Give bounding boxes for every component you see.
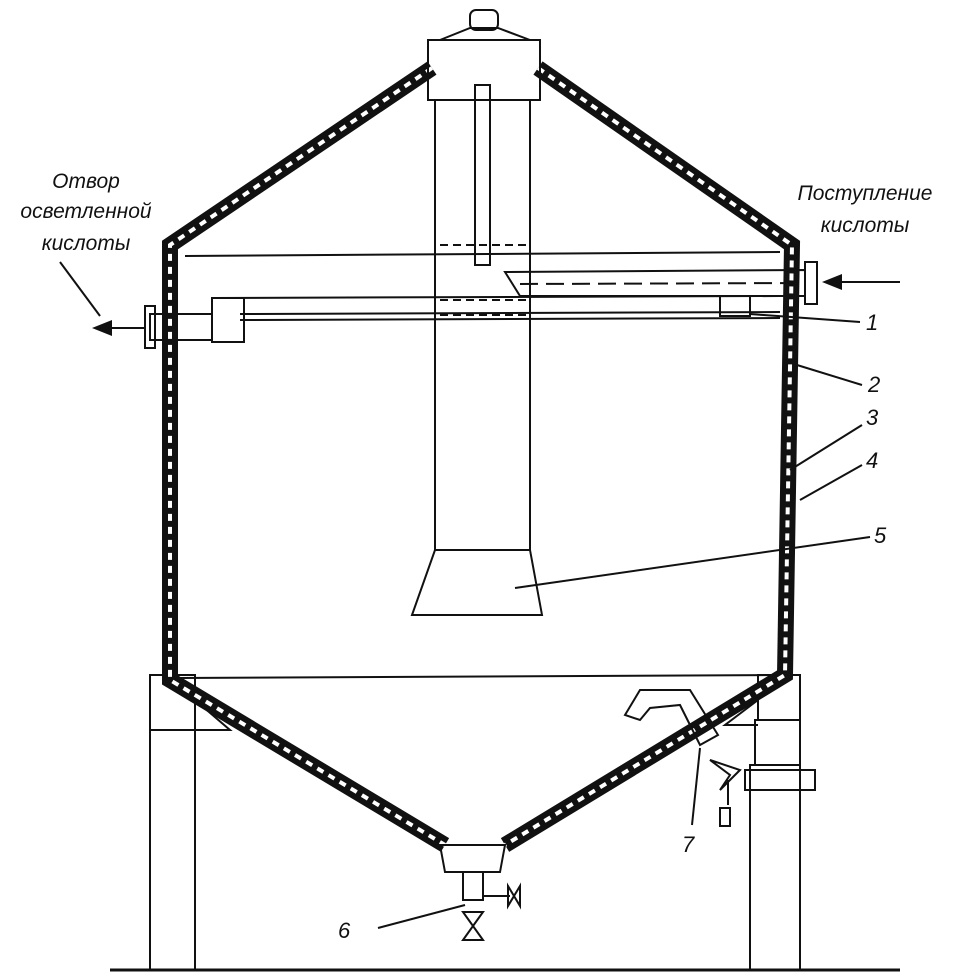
label-text: 6 [338,918,351,943]
callouts: 1 2 3 4 5 6 7 [338,310,887,943]
label-text: кислоты [42,232,131,255]
label-text: Отвор [52,170,120,193]
bottom-drain-valve [438,844,521,941]
inlet-pipe [503,261,900,305]
side-sampling-pipe [623,689,742,827]
central-tube [410,9,544,616]
inlet-label: Поступление кислоты [798,182,933,237]
label-text: осветленной [20,200,151,223]
top-plate [184,251,781,257]
label-text: кислоты [821,214,910,237]
label-text: 5 [874,523,887,548]
tank-shell [162,61,801,852]
label-text: 7 [682,832,695,857]
outlet-label: Отвор осветленной кислоты [20,170,151,255]
right-support [722,674,816,971]
bell-mouth [410,549,544,616]
label-text: Поступление [798,182,933,205]
label-text: 4 [866,448,878,473]
outlet-launder [92,295,781,349]
label-text: 2 [867,372,880,397]
label-text: 3 [866,405,879,430]
label-text: 1 [866,310,878,335]
left-support [149,674,233,971]
